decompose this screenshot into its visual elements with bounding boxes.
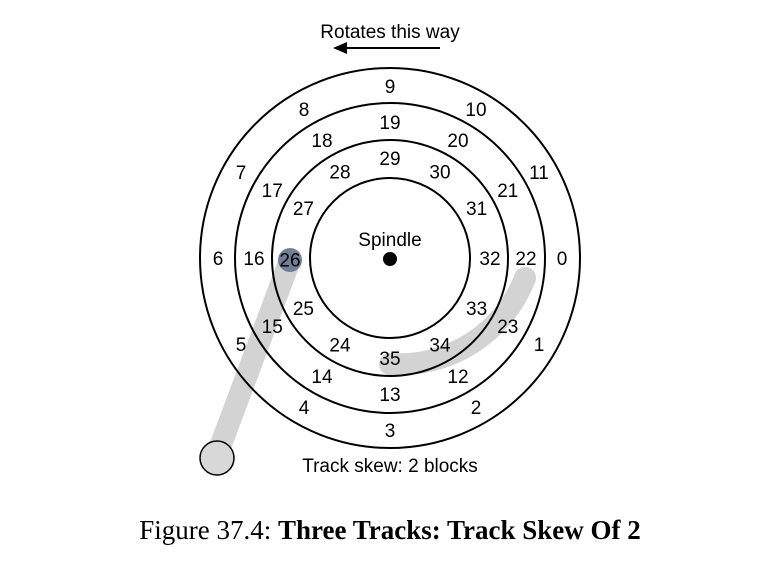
- sector-outer-10: 10: [465, 100, 486, 121]
- track-inner: [271, 139, 509, 377]
- sector-middle-12: 12: [447, 367, 468, 388]
- sector-middle-20: 20: [447, 131, 468, 152]
- sector-middle-16: 16: [243, 249, 264, 270]
- caption-prefix: Figure 37.4:: [139, 515, 272, 545]
- caption-title: Three Tracks: Track Skew Of 2: [278, 515, 641, 545]
- rotation-label: Rotates this way: [320, 22, 460, 43]
- sector-middle-14: 14: [311, 367, 333, 388]
- disk-head: [278, 248, 302, 272]
- sector-outer-6: 6: [213, 249, 224, 270]
- head-sector-label: 26: [279, 251, 300, 272]
- sector-outer-9: 9: [385, 77, 396, 98]
- sector-inner-27: 27: [293, 199, 314, 220]
- sector-inner-28: 28: [329, 162, 350, 183]
- arm-pivot: [199, 440, 235, 476]
- sector-inner-34: 34: [429, 336, 451, 357]
- sector-inner-24: 24: [329, 336, 351, 357]
- sector-inner-32: 32: [479, 249, 500, 270]
- sector-inner-35: 35: [379, 349, 400, 370]
- spindle-dot: [383, 252, 397, 266]
- sector-middle-13: 13: [379, 385, 400, 406]
- skew-label: Track skew: 2 blocks: [302, 456, 478, 477]
- sector-inner-30: 30: [429, 162, 450, 183]
- sector-middle-15: 15: [262, 317, 283, 338]
- sector-outer-11: 11: [529, 163, 549, 184]
- sector-middle-22: 22: [515, 249, 536, 270]
- sector-middle-23: 23: [497, 317, 518, 338]
- sector-middle-17: 17: [262, 181, 283, 202]
- figure-caption: Figure 37.4: Three Tracks: Track Skew Of…: [0, 515, 780, 546]
- sector-labels: 0123456789101122231213141516171819202132…: [213, 77, 568, 442]
- sector-outer-0: 0: [557, 249, 568, 270]
- sector-middle-18: 18: [311, 131, 332, 152]
- sector-outer-5: 5: [236, 335, 247, 356]
- track-outer: [199, 67, 581, 449]
- sector-middle-21: 21: [497, 181, 518, 202]
- sector-outer-8: 8: [299, 100, 310, 121]
- sector-inner-29: 29: [379, 149, 400, 170]
- track-middle: [234, 102, 546, 414]
- sector-outer-3: 3: [385, 421, 396, 442]
- rotation-arrow-icon: [333, 42, 440, 54]
- sector-inner-25: 25: [293, 299, 314, 320]
- track-innermost: [309, 177, 471, 339]
- sector-outer-2: 2: [471, 398, 482, 419]
- sector-inner-33: 33: [466, 299, 487, 320]
- sector-outer-7: 7: [236, 163, 247, 184]
- sector-outer-4: 4: [299, 398, 310, 419]
- sector-outer-1: 1: [534, 335, 545, 356]
- sector-middle-19: 19: [379, 113, 400, 134]
- sector-inner-31: 31: [466, 199, 487, 220]
- spindle-label: Spindle: [358, 230, 421, 251]
